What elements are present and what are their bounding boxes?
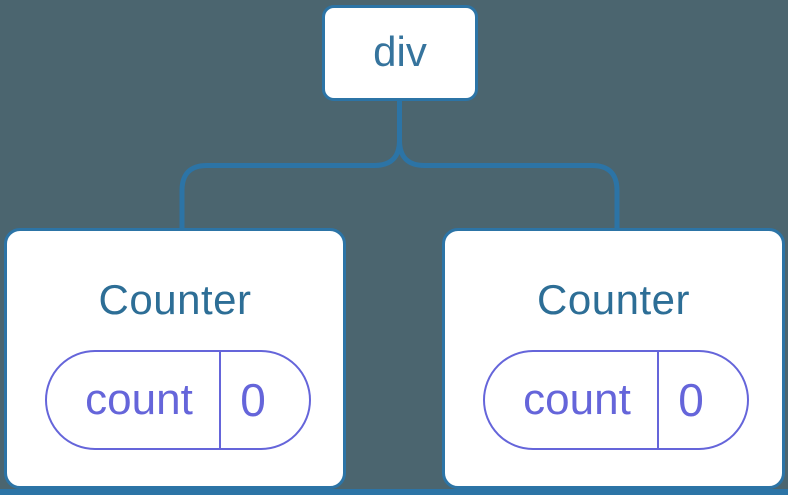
bottom-frame-line (0, 489, 788, 495)
state-value: 0 (678, 374, 704, 426)
state-key: count (47, 352, 221, 448)
counter-title: Counter (537, 276, 690, 323)
state-pill: count 0 (45, 350, 311, 450)
connector-left-branch (179, 101, 402, 230)
tree-node-counter-1: Counter count 0 (4, 228, 346, 489)
state-pill: count 0 (483, 350, 749, 450)
connector-right-branch (397, 101, 620, 230)
counter-title: Counter (98, 276, 252, 323)
node-label: div (373, 28, 427, 75)
state-value: 0 (240, 374, 266, 426)
tree-node-counter-2: Counter count 0 (442, 228, 785, 489)
tree-node-div: div (322, 5, 478, 101)
state-key: count (485, 352, 659, 448)
